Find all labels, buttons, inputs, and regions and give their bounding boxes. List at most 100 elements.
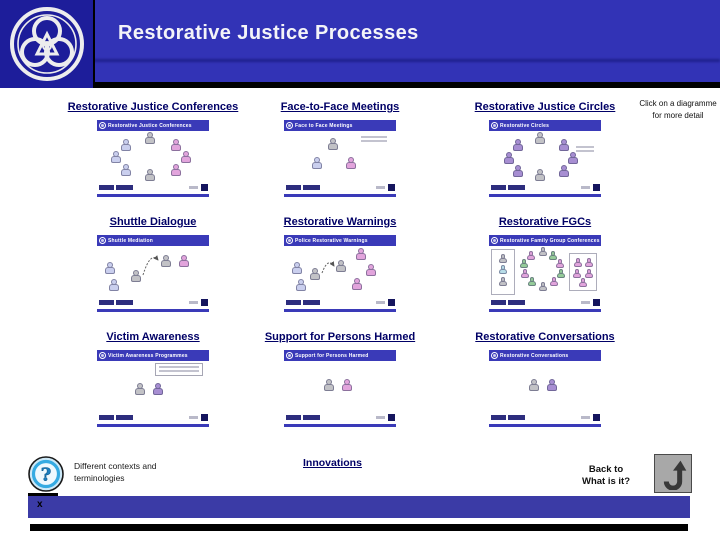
person-icon: [527, 251, 535, 261]
diagram-link-restorative-fgcs[interactable]: Restorative FGCs: [498, 216, 592, 228]
person-icon: [550, 277, 558, 287]
diagram-thumbnail-restorative-fgcs[interactable]: Restorative Family Group Conferences: [489, 235, 601, 312]
mini-next-button: [201, 414, 208, 421]
person-icon: [312, 157, 322, 170]
person-icon: [574, 258, 582, 268]
person-icon: [556, 259, 564, 269]
mini-slide-title: Shuttle Mediation: [108, 237, 154, 244]
footer-tick: [28, 493, 58, 496]
person-icon: [145, 132, 155, 145]
person-icon: [559, 165, 569, 178]
diagram-link-restorative-justice-conferences[interactable]: Restorative Justice Conferences: [67, 101, 239, 113]
contexts-link[interactable]: Different contexts and terminologies: [74, 461, 157, 483]
person-icon: [499, 265, 507, 275]
bottom-line: [30, 524, 688, 531]
diagram-link-restorative-justice-circles[interactable]: Restorative Justice Circles: [474, 101, 616, 113]
mini-next-label: [376, 301, 385, 304]
mini-button: [303, 300, 320, 305]
mini-button: [116, 185, 133, 190]
diagram-link-face-to-face-meetings[interactable]: Face-to-Face Meetings: [280, 101, 400, 113]
person-icon: [336, 260, 346, 273]
diagram-thumbnail-victim-awareness[interactable]: Victim Awareness Programmes: [97, 350, 209, 427]
diagram-thumbnail-restorative-justice-conferences[interactable]: Restorative Justice Conferences: [97, 120, 209, 197]
person-icon: [105, 262, 115, 275]
diagram-thumbnail-support-for-persons-harmed[interactable]: Support for Persons Harmed: [284, 350, 396, 427]
person-icon: [549, 251, 557, 261]
person-icon: [579, 278, 587, 288]
person-icon: [521, 269, 529, 279]
mini-button: [303, 185, 320, 190]
person-icon: [499, 277, 507, 287]
mini-next-label: [376, 186, 385, 189]
bottom-bar: x: [28, 496, 690, 518]
person-icon: [121, 164, 131, 177]
person-icon: [292, 262, 302, 275]
back-label-line1: Back to: [588, 464, 624, 475]
celtic-knot-icon: [9, 7, 84, 81]
mini-slide-title: Police Restorative Warnings: [295, 237, 368, 244]
mini-slide-title: Face to Face Meetings: [295, 122, 353, 129]
celtic-knot-icon: [286, 352, 293, 359]
mini-next-label: [189, 301, 198, 304]
mini-button: [116, 415, 133, 420]
diagram-thumbnail-restorative-warnings[interactable]: Police Restorative Warnings: [284, 235, 396, 312]
diagram-thumbnail-face-to-face-meetings[interactable]: Face to Face Meetings: [284, 120, 396, 197]
person-icon: [352, 278, 362, 291]
person-icon: [324, 379, 334, 392]
person-icon: [568, 152, 578, 165]
person-icon: [145, 169, 155, 182]
person-icon: [520, 259, 528, 269]
diagram-link-restorative-conversations[interactable]: Restorative Conversations: [475, 331, 615, 343]
mini-next-label: [189, 416, 198, 419]
question-mark-icon[interactable]: ?: [27, 455, 65, 493]
mini-button: [286, 415, 301, 420]
celtic-knot-icon: [286, 122, 293, 129]
person-icon: [171, 139, 181, 152]
back-button[interactable]: [654, 454, 692, 493]
diagram-link-support-for-persons-harmed[interactable]: Support for Persons Harmed: [264, 331, 416, 343]
person-icon: [181, 151, 191, 164]
diagram-link-restorative-warnings[interactable]: Restorative Warnings: [283, 216, 397, 228]
mini-next-label: [581, 301, 590, 304]
celtic-knot-logo: [0, 0, 95, 88]
celtic-knot-icon: [99, 122, 106, 129]
mini-next-button: [388, 414, 395, 421]
person-icon: [504, 152, 514, 165]
diagram-thumbnail-shuttle-dialogue[interactable]: Shuttle Mediation: [97, 235, 209, 312]
u-turn-arrow-icon: [663, 460, 687, 490]
diagram-link-victim-awareness[interactable]: Victim Awareness: [106, 331, 200, 343]
mini-slide-title: Support for Persons Harmed: [295, 352, 369, 359]
diagram-thumbnail-restorative-justice-circles[interactable]: Restorative Circles: [489, 120, 601, 197]
person-icon: [171, 164, 181, 177]
diagram-link-shuttle-dialogue[interactable]: Shuttle Dialogue: [109, 216, 197, 228]
mini-bottom-stripe: [489, 424, 601, 427]
person-icon: [310, 268, 320, 281]
mini-next-label: [376, 416, 385, 419]
mini-group-box: [569, 253, 597, 291]
celtic-knot-icon: [99, 237, 106, 244]
person-icon: [547, 379, 557, 392]
diagram-thumbnail-restorative-conversations[interactable]: Restorative Conversations: [489, 350, 601, 427]
person-icon: [342, 379, 352, 392]
mini-bottom-stripe: [284, 424, 396, 427]
mini-slide-title: Restorative Circles: [500, 122, 550, 129]
person-icon: [296, 279, 306, 292]
person-icon: [513, 139, 523, 152]
person-icon: [535, 169, 545, 182]
person-icon: [135, 383, 145, 396]
mini-next-button: [388, 299, 395, 306]
back-label: Back to What is it?: [563, 464, 649, 488]
innovations-link[interactable]: Innovations: [303, 457, 362, 469]
hint-text: Click on a diagramme for more detail: [639, 99, 717, 120]
person-icon: [121, 139, 131, 152]
mini-next-button: [201, 299, 208, 306]
mini-slide-title: Restorative Justice Conferences: [108, 122, 192, 129]
person-icon: [585, 258, 593, 268]
mini-next-label: [581, 186, 590, 189]
mini-group-box: [491, 249, 515, 295]
